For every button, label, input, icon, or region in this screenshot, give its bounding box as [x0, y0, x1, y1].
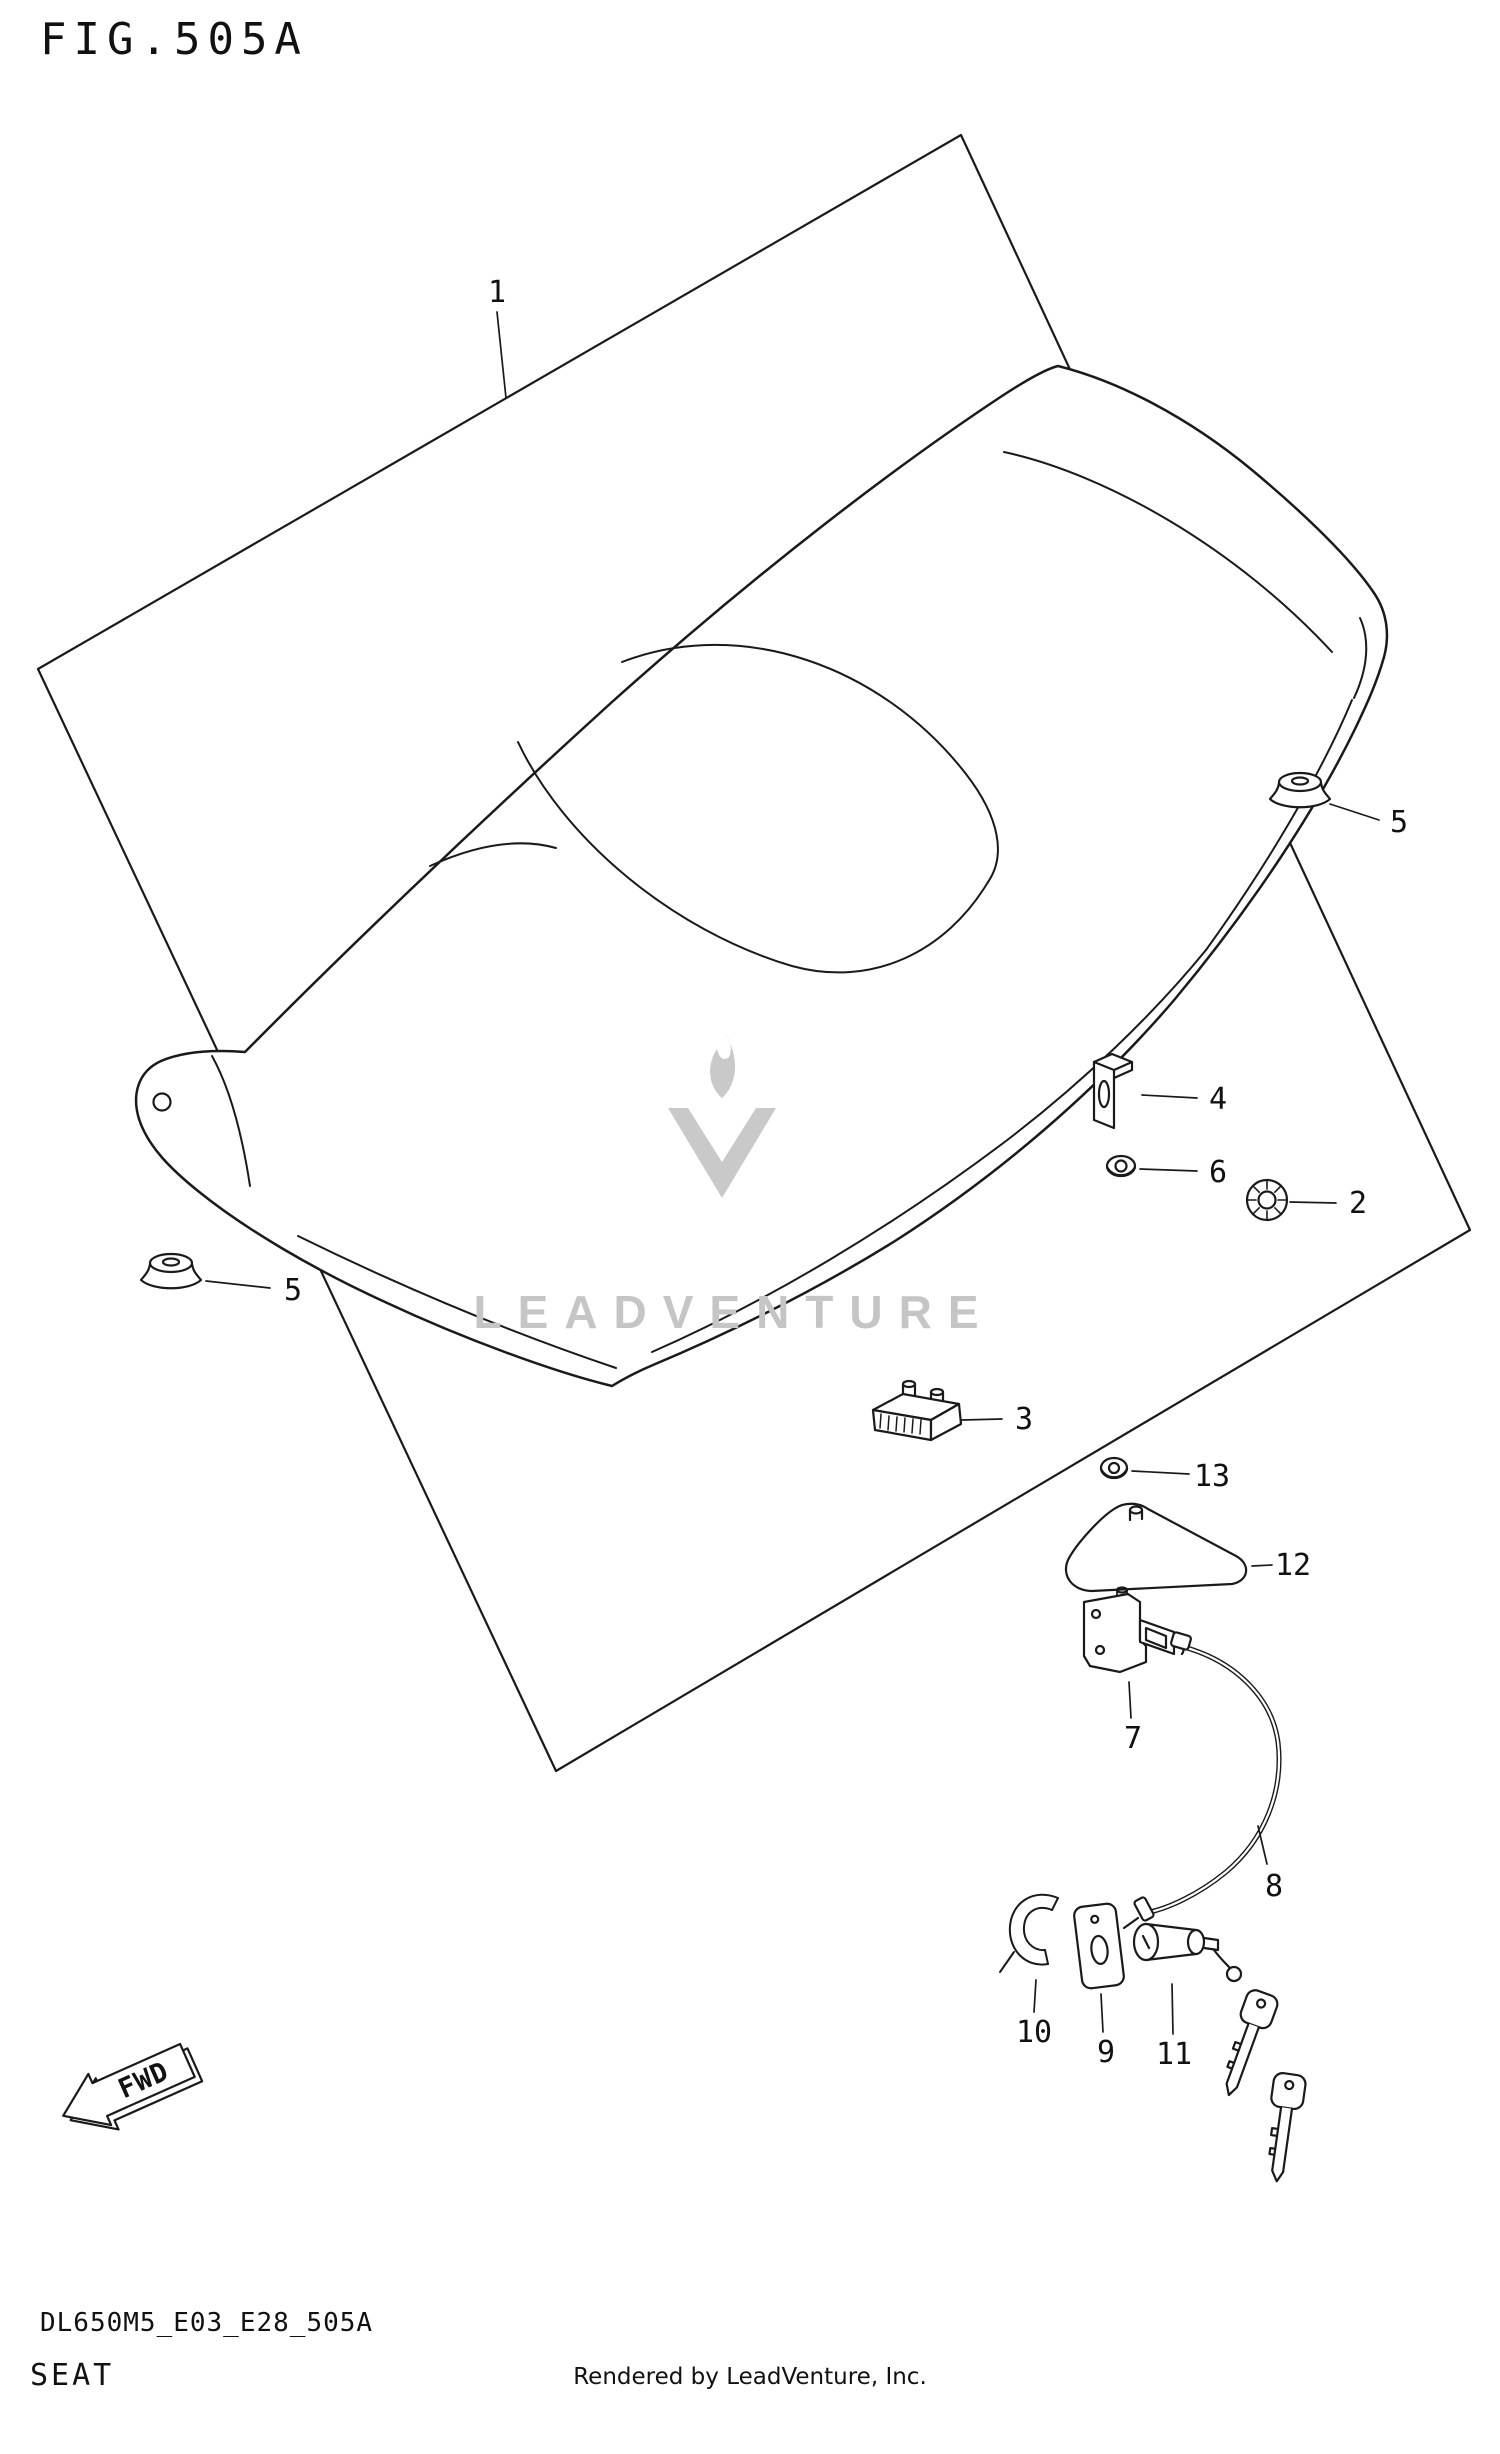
keys-drawing	[1211, 1986, 1308, 2185]
lock-cylinder-11-drawing	[1132, 1922, 1243, 1983]
flame-icon	[710, 1032, 736, 1098]
fwd-arrow: FWD	[62, 2042, 204, 2131]
clip-10-drawing	[999, 1893, 1059, 1973]
cushion-3-drawing	[871, 1379, 963, 1442]
figure-title: SEAT	[30, 2358, 115, 2393]
leadventure-logo	[668, 1032, 776, 1198]
callout-label-11: 11	[1156, 2037, 1192, 2072]
cable-8-drawing	[1122, 1631, 1282, 1930]
callout-label-7: 7	[1124, 1721, 1142, 1756]
plate-9-drawing	[1073, 1902, 1125, 1990]
bracket-4-drawing	[1092, 1052, 1134, 1130]
callout-label-2: 2	[1349, 1186, 1367, 1221]
callout-label-12: 12	[1275, 1548, 1311, 1583]
callout-label-10: 10	[1016, 2015, 1052, 2050]
callout-label-13: 13	[1194, 1459, 1230, 1494]
bracket-12-drawing	[1065, 1502, 1248, 1593]
watermark-text: LEADVENTURE	[473, 1286, 994, 1338]
callout-label-3: 3	[1015, 1402, 1033, 1437]
nut-6-drawing	[1105, 1154, 1137, 1178]
callout-label-6: 6	[1209, 1155, 1227, 1190]
knob-2-drawing	[1245, 1178, 1289, 1222]
nut-13-drawing	[1099, 1456, 1129, 1480]
figure-number: FIG.505A	[40, 14, 308, 65]
seat-drawing	[134, 364, 1389, 1388]
leader-lines	[205, 311, 1380, 2035]
callout-label-4: 4	[1209, 1082, 1227, 1117]
callout-label-5-left: 5	[284, 1273, 302, 1308]
callout-label-8: 8	[1265, 1869, 1283, 1904]
callout-label-5-right: 5	[1390, 805, 1408, 840]
part-code: DL650M5_E03_E28_505A	[40, 2308, 374, 2338]
callout-label-1: 1	[488, 275, 506, 310]
frame-border	[36, 133, 1472, 1773]
lock-bracket-7-drawing	[1082, 1592, 1185, 1674]
render-credit: Rendered by LeadVenture, Inc.	[573, 2364, 927, 2390]
callout-label-9: 9	[1097, 2035, 1115, 2070]
grommet-5-left	[139, 1252, 203, 1290]
